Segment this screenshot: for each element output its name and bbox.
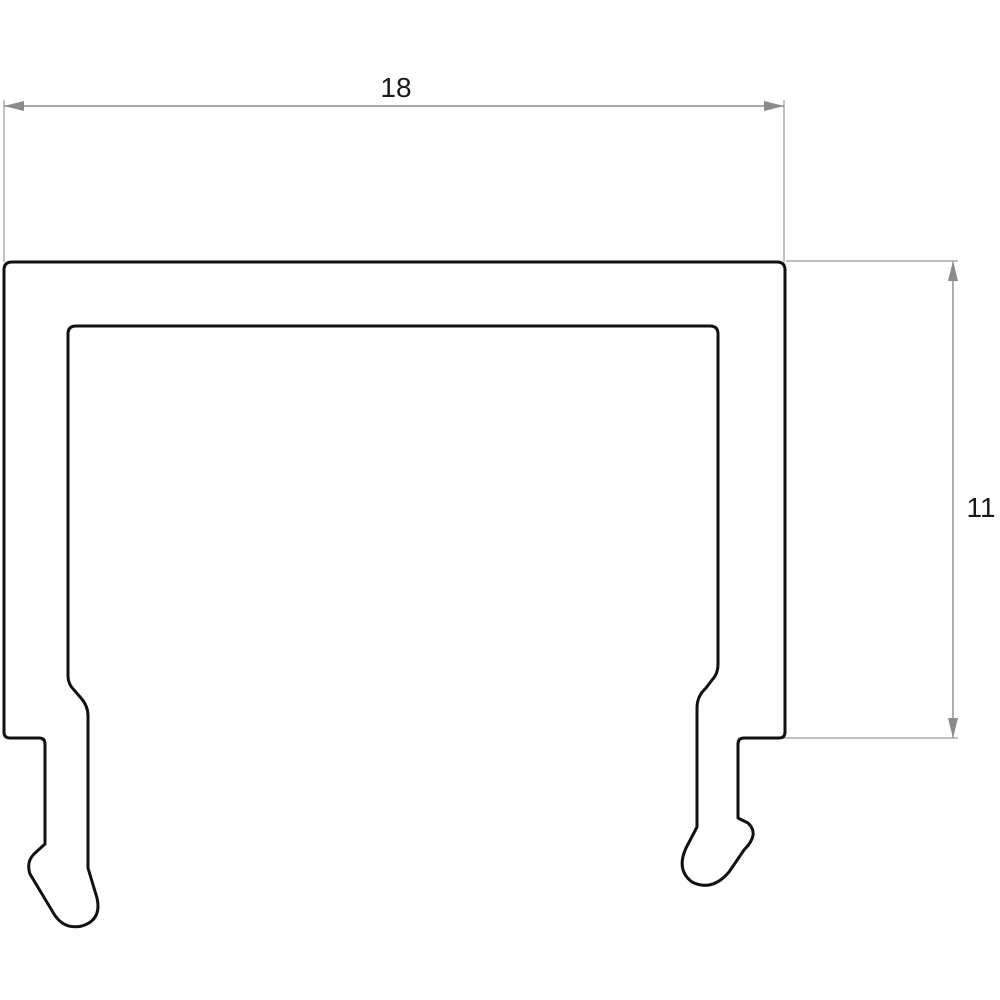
width-dimension-label: 18 — [380, 72, 411, 103]
height-arrow-top — [948, 261, 958, 281]
width-arrow-left — [4, 101, 24, 111]
height-arrow-bottom — [948, 718, 958, 738]
profile-outline — [2, 260, 787, 929]
height-dimension-label: 11 — [966, 492, 995, 523]
width-arrow-right — [764, 101, 784, 111]
